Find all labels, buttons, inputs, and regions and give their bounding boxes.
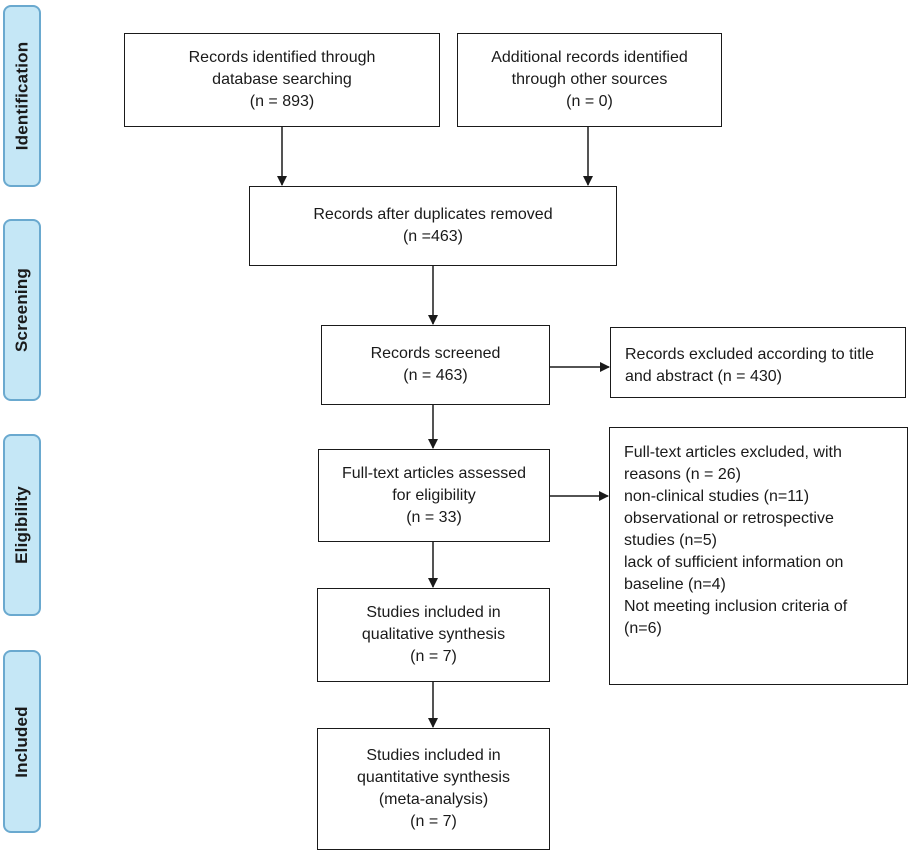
- box-database-records: Records identified through database sear…: [124, 33, 440, 127]
- text-line: Records after duplicates removed: [313, 206, 553, 223]
- text-line: through other sources: [511, 71, 668, 88]
- text-line: and abstract (n = 430): [625, 368, 782, 385]
- text-line: Full-text articles excluded, with: [624, 444, 842, 461]
- text-line: (n = 463): [403, 367, 468, 384]
- text-line: (n = 7): [410, 813, 457, 830]
- box-qualitative-synthesis: Studies included in qualitative synthesi…: [317, 588, 550, 682]
- box-records-screened: Records screened (n = 463): [321, 325, 550, 405]
- text-line: (n = 33): [406, 508, 462, 526]
- box-fulltext-assessed: Full-text articles assessed for eligibil…: [318, 449, 550, 542]
- text-line: (n = 893): [249, 93, 315, 110]
- text-line: lack of sufficient information on: [624, 554, 844, 571]
- text-line: quantitative synthesis: [357, 769, 510, 786]
- text-line: Studies included in: [366, 747, 501, 764]
- phase-identification: Identification: [3, 5, 41, 187]
- text-line: database searching: [212, 71, 352, 88]
- phase-eligibility: Eligibility: [3, 434, 41, 616]
- text-line: (n =463): [402, 228, 464, 245]
- text-line: Records screened: [370, 345, 501, 362]
- phase-included: Included: [3, 650, 41, 833]
- text-line: Studies included in: [366, 604, 501, 621]
- box-quantitative-synthesis: Studies included in quantitative synthes…: [317, 728, 550, 850]
- box-other-sources: Additional records identified through ot…: [457, 33, 722, 127]
- box-after-duplicates: Records after duplicates removed (n =463…: [249, 186, 617, 266]
- text-line: studies (n=5): [624, 532, 717, 549]
- text-line: observational or retrospective: [624, 510, 834, 527]
- text-line: qualitative synthesis: [361, 626, 506, 643]
- box-fulltext-excluded: Full-text articles excluded, with reason…: [609, 427, 908, 685]
- text-line: baseline (n=4): [624, 576, 726, 593]
- text-line: non-clinical studies (n=11): [624, 488, 810, 505]
- text-line: (n = 7): [410, 648, 457, 665]
- text-line: for eligibility: [392, 486, 476, 504]
- text-line: Records excluded according to title: [625, 346, 875, 363]
- text-line: (meta-analysis): [378, 791, 489, 808]
- text-line: reasons (n = 26): [624, 466, 741, 483]
- phase-screening: Screening: [3, 219, 41, 401]
- text-line: Records identified through: [188, 49, 376, 66]
- text-line: Additional records identified: [491, 49, 688, 66]
- text-line: Full-text articles assessed: [341, 464, 527, 482]
- text-line: Not meeting inclusion criteria of: [624, 598, 848, 615]
- text-line: (n = 0): [566, 93, 613, 110]
- box-records-excluded: Records excluded according to title and …: [610, 327, 906, 398]
- text-line: (n=6): [624, 620, 662, 637]
